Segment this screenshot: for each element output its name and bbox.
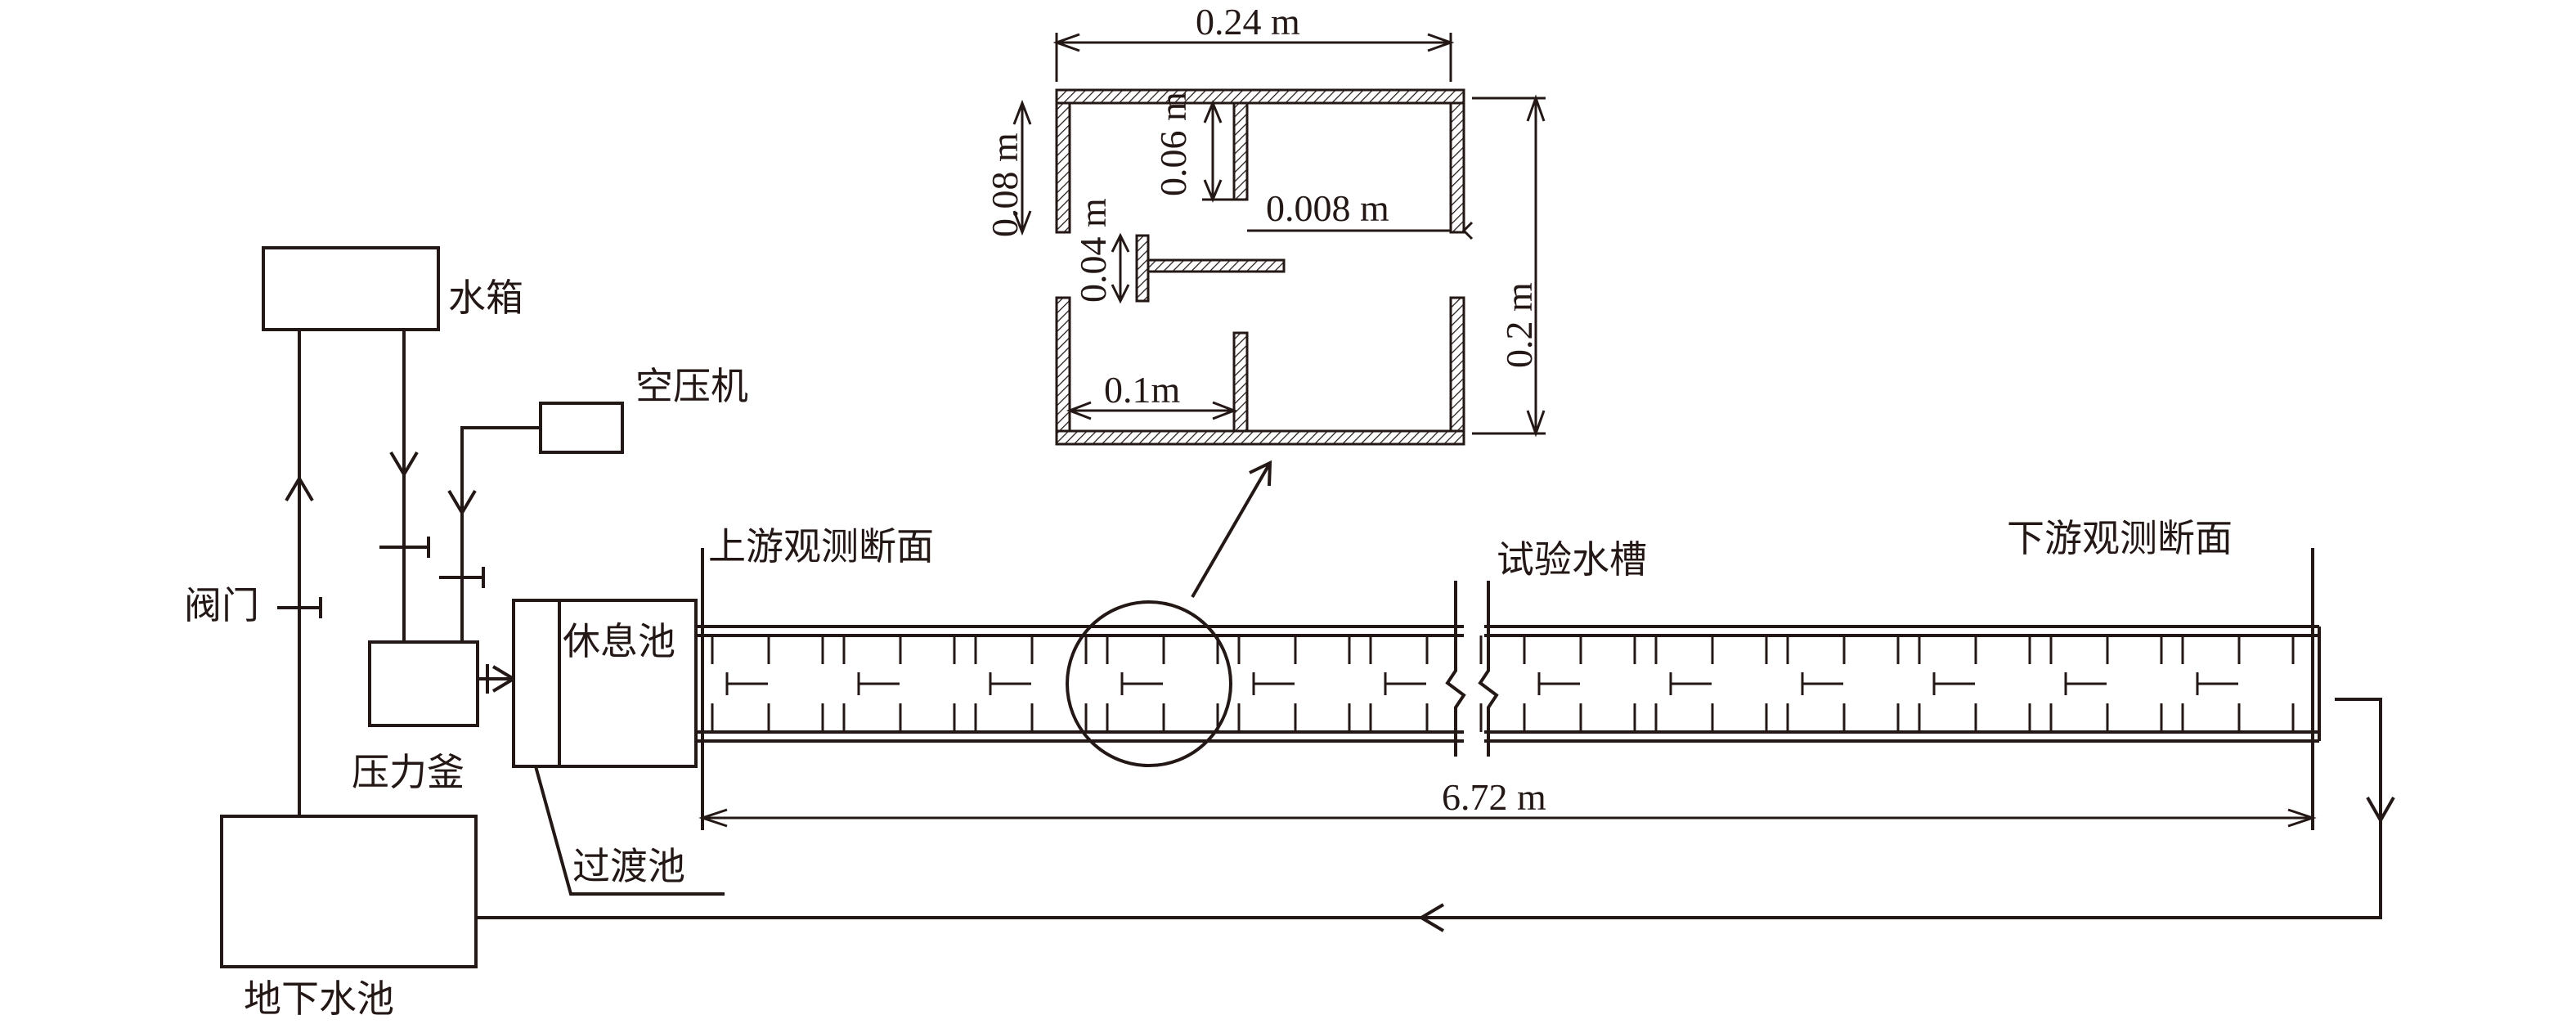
test-flume	[696, 581, 2321, 757]
supply-down-arrow	[389, 451, 419, 478]
upstream-section-label: 上游观测断面	[708, 526, 934, 568]
inner-baffle-arrow-top	[1203, 100, 1223, 124]
air-down-arrow	[447, 489, 477, 516]
width-arrow-left	[1052, 33, 1080, 52]
side-baffle-arrow-bottom	[1012, 210, 1032, 236]
height-arrow-bottom	[1526, 410, 1546, 438]
magnifier-leader	[1191, 461, 1272, 599]
detail-height-value: 0.2 m	[1498, 282, 1540, 368]
riser-up-arrow	[285, 475, 314, 502]
rest-pool-box	[558, 599, 698, 768]
baffle-thickness-value: 0.008 m	[1266, 187, 1389, 229]
water-tank-box	[262, 246, 440, 331]
side-baffle-height-value: 0.08 m	[984, 132, 1025, 237]
return-left-arrow	[1418, 903, 1445, 932]
water-tank-label: 水箱	[448, 277, 523, 319]
baffle-spacing-value: 0.1m	[1104, 369, 1181, 411]
transition-pool-label: 过渡池	[572, 846, 685, 887]
downstream-section-label: 下游观测断面	[2007, 518, 2233, 559]
flume-length-value: 6.72 m	[1442, 776, 1546, 818]
transition-pool-box	[512, 599, 561, 768]
underground-pool-box	[220, 815, 478, 968]
thickness-arrow	[1461, 221, 1474, 240]
baffle-array	[711, 636, 2295, 732]
spacing-arrow-left	[1066, 401, 1092, 420]
width-arrow-right	[1427, 33, 1455, 52]
air-compressor-label: 空压机	[635, 366, 748, 407]
transition-pool-leader	[534, 766, 725, 896]
air-line-pipe	[460, 426, 541, 642]
flume-length-arrow-right	[2287, 808, 2317, 828]
test-flume-label: 试验水槽	[1497, 539, 1647, 581]
rest-pool-label: 休息池	[563, 621, 675, 662]
air-compressor-box	[539, 402, 624, 454]
pressure-vessel-label: 压力釜	[352, 752, 464, 793]
return-pipe	[476, 698, 2382, 919]
t-baffle-height-value: 0.04 m	[1072, 198, 1114, 303]
valve-label: 阀门	[184, 585, 259, 627]
height-arrow-top	[1526, 94, 1546, 122]
t-baffle-arrow-top	[1111, 232, 1130, 253]
magnifier-circle	[1066, 600, 1232, 767]
detail-section	[1055, 88, 1465, 446]
spacing-arrow-right	[1212, 401, 1238, 420]
return-down-arrow	[2366, 797, 2395, 824]
t-baffle-arrow-bottom	[1111, 284, 1130, 304]
pressure-vessel-box	[368, 640, 479, 727]
side-baffle-arrow-top	[1012, 99, 1032, 125]
magnifier-arrow	[1249, 460, 1272, 487]
inner-baffle-height-value: 0.06 m	[1152, 92, 1194, 196]
underground-pool-label: 地下水池	[244, 978, 394, 1020]
detail-width-value: 0.24 m	[1196, 1, 1300, 43]
flume-length-arrow-left	[698, 808, 728, 828]
